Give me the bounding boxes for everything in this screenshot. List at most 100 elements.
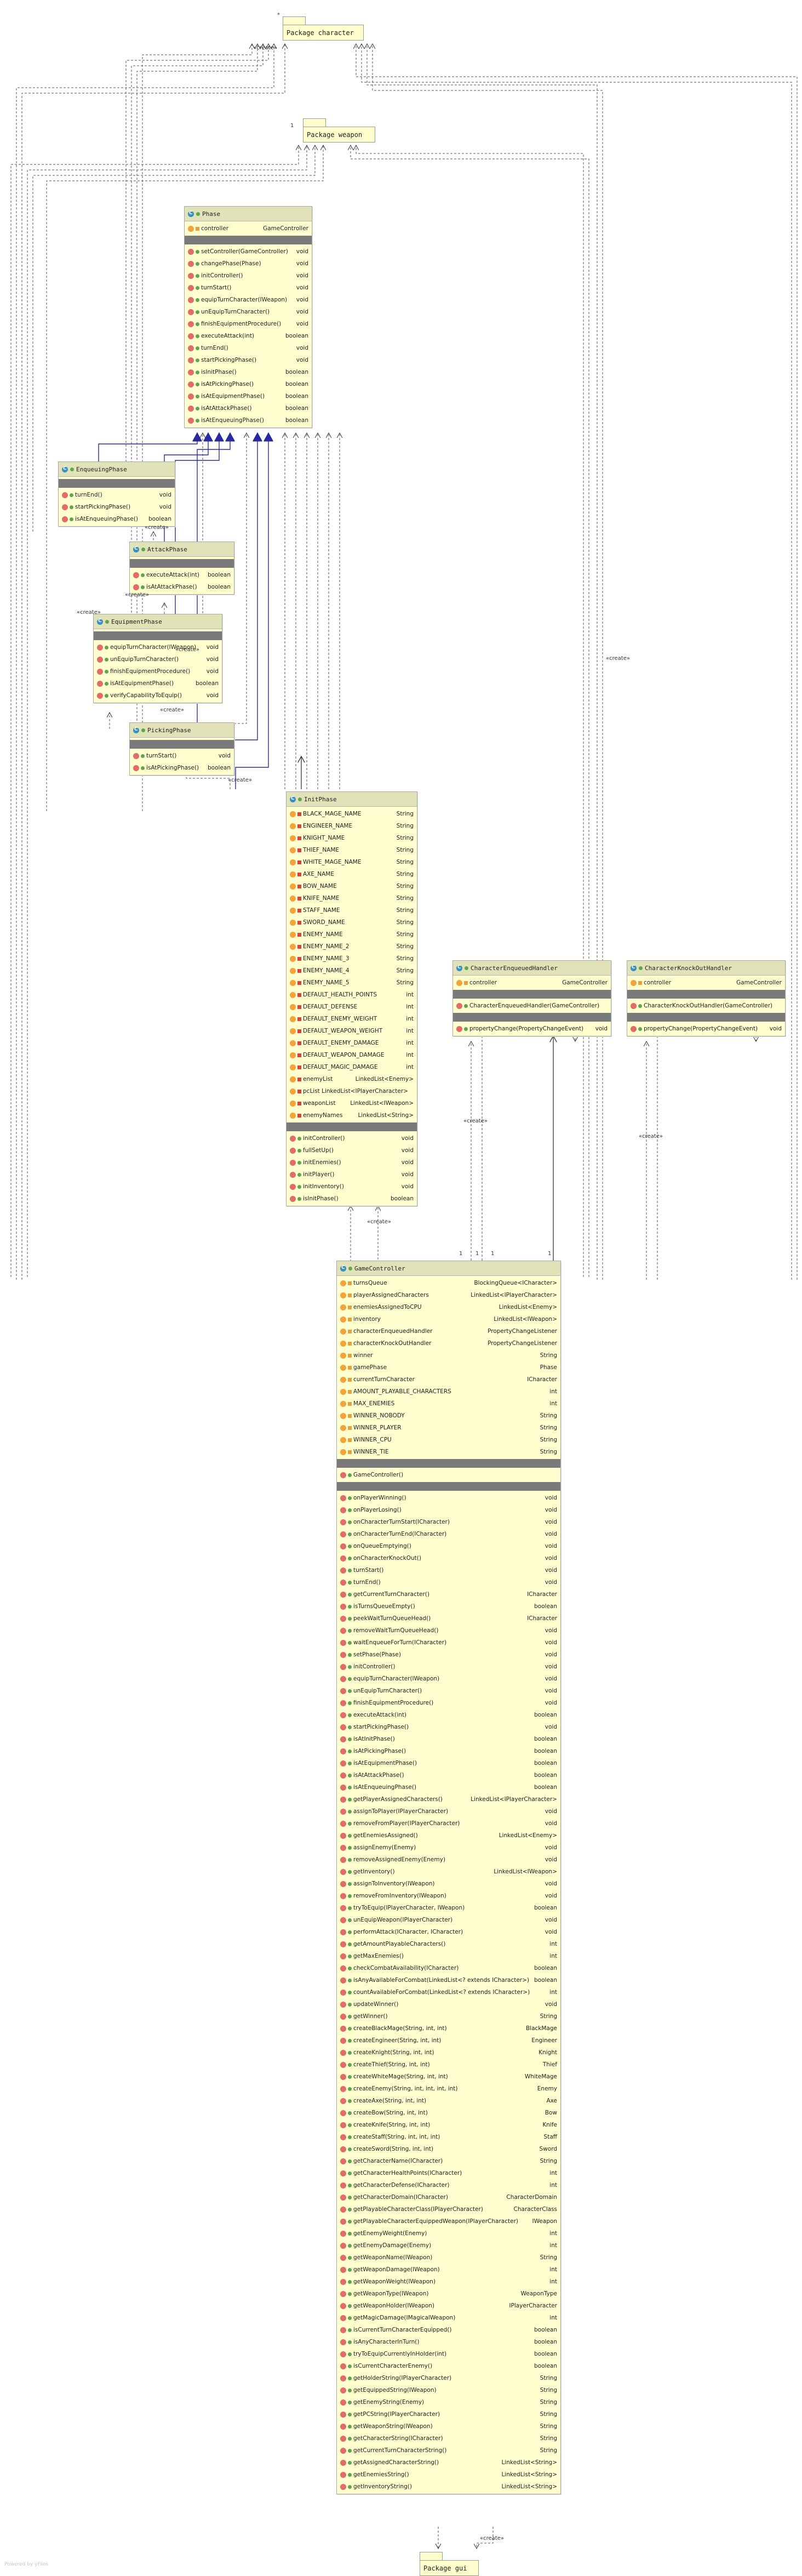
method-row[interactable]: removeWaitTurnQueueHead()void	[337, 1625, 560, 1637]
constructor-row[interactable]: GameController()	[337, 1469, 560, 1481]
method-row[interactable]: initController()void	[337, 1661, 560, 1673]
method-row[interactable]: assignToInventory(IWeapon)void	[337, 1878, 560, 1890]
method-row[interactable]: getAssignedCharacterString()LinkedList<S…	[337, 2457, 560, 2469]
method-row[interactable]: unEquipTurnCharacter()void	[185, 306, 312, 318]
method-row[interactable]: isAtEnqueuingPhase()boolean	[59, 513, 175, 525]
method-row[interactable]: countAvailableForCombat(LinkedList<? ext…	[337, 1986, 560, 1998]
method-row[interactable]: changePhase(Phase)void	[185, 258, 312, 270]
method-row[interactable]: removeFromInventory(IWeapon)void	[337, 1890, 560, 1902]
class-picking-phase[interactable]: PickingPhaseturnStart()voidisAtPickingPh…	[129, 722, 234, 776]
method-row[interactable]: getCharacterName(ICharacter)String	[337, 2155, 560, 2167]
method-row[interactable]: getCharacterDomain(ICharacter)CharacterD…	[337, 2191, 560, 2203]
method-row[interactable]: updateWinner()void	[337, 1998, 560, 2010]
method-row[interactable]: onPlayerWinning()void	[337, 1492, 560, 1504]
method-row[interactable]: isInitPhase()boolean	[287, 1193, 417, 1205]
method-row[interactable]: getCharacterDefense(ICharacter)int	[337, 2179, 560, 2191]
method-row[interactable]: getEnemyWeight(Enemy)int	[337, 2227, 560, 2239]
method-row[interactable]: getInventory()LinkedList<IWeapon>	[337, 1866, 560, 1878]
class-header[interactable]: CharacterEnqueuedHandler	[453, 961, 611, 976]
method-row[interactable]: onQueueEmptying()void	[337, 1540, 560, 1552]
method-row[interactable]: onCharacterTurnStart(ICharacter)void	[337, 1516, 560, 1528]
method-row[interactable]: initController()void	[185, 270, 312, 282]
method-row[interactable]: initPlayer()void	[287, 1169, 417, 1181]
method-row[interactable]: onCharacterKnockOut()void	[337, 1552, 560, 1564]
method-row[interactable]: createBlackMage(String, int, int)BlackMa…	[337, 2022, 560, 2034]
method-row[interactable]: checkCombatAvailability(ICharacter)boole…	[337, 1962, 560, 1974]
method-row[interactable]: finishEquipmentProcedure()void	[337, 1697, 560, 1709]
method-row[interactable]: createEnemy(String, int, int, int, int)E…	[337, 2083, 560, 2095]
method-row[interactable]: getPlayableCharacterClass(IPlayerCharact…	[337, 2203, 560, 2215]
method-row[interactable]: isCurrentTurnCharacterEquipped()boolean	[337, 2324, 560, 2336]
method-row[interactable]: turnEnd()void	[337, 1576, 560, 1588]
method-row[interactable]: createKnight(String, int, int)Knight	[337, 2047, 560, 2059]
method-row[interactable]: isCurrentCharacterEnemy()boolean	[337, 2360, 560, 2372]
method-row[interactable]: isAtAttackPhase()boolean	[337, 1769, 560, 1781]
method-row[interactable]: getWeaponName(IWeapon)String	[337, 2252, 560, 2264]
method-row[interactable]: initInventory()void	[287, 1181, 417, 1193]
method-row[interactable]: assignEnemy(Enemy)void	[337, 1842, 560, 1854]
class-init-phase[interactable]: InitPhaseBLACK_MAGE_NAMEStringENGINEER_N…	[286, 791, 417, 1206]
method-row[interactable]: getWeaponDamage(IWeapon)int	[337, 2264, 560, 2276]
method-row[interactable]: propertyChange(PropertyChangeEvent)void	[627, 1023, 785, 1035]
method-row[interactable]: unEquipTurnCharacter()void	[337, 1685, 560, 1697]
method-row[interactable]: getWeaponString(IWeapon)String	[337, 2420, 560, 2432]
method-row[interactable]: initController()void	[287, 1132, 417, 1144]
method-row[interactable]: turnStart()void	[337, 1564, 560, 1576]
method-row[interactable]: onCharacterTurnEnd(ICharacter)void	[337, 1528, 560, 1540]
package-weapon[interactable]: Package weapon	[303, 118, 375, 143]
method-row[interactable]: startPickingPhase()void	[185, 354, 312, 366]
method-row[interactable]: propertyChange(PropertyChangeEvent)void	[453, 1023, 611, 1035]
class-header[interactable]: EnqueuingPhase	[59, 462, 175, 477]
method-row[interactable]: getPlayableCharacterEquippedWeapon(IPlay…	[337, 2215, 560, 2227]
class-character-knockout-handler[interactable]: CharacterKnockOutHandlercontrollerGameCo…	[627, 960, 786, 1036]
method-row[interactable]: turnStart()void	[185, 282, 312, 294]
method-row[interactable]: getEnemyString(Enemy)String	[337, 2396, 560, 2408]
method-row[interactable]: isAnyAvailableForCombat(LinkedList<? ext…	[337, 1974, 560, 1986]
method-row[interactable]: getCurrentTurnCharacter()ICharacter	[337, 1588, 560, 1600]
method-row[interactable]: getPCString(IPlayerCharacter)String	[337, 2408, 560, 2420]
method-row[interactable]: verifyCapabilityToEquip()void	[94, 689, 222, 702]
method-row[interactable]: getEnemiesString()LinkedList<String>	[337, 2469, 560, 2481]
class-header[interactable]: InitPhase	[287, 792, 417, 807]
method-row[interactable]: isAtEquipmentPhase()boolean	[94, 677, 222, 689]
method-row[interactable]: isAtEnqueuingPhase()boolean	[337, 1781, 560, 1793]
method-row[interactable]: executeAttack(int)boolean	[185, 330, 312, 342]
package-gui[interactable]: Package gui	[420, 2552, 479, 2576]
method-row[interactable]: removeFromPlayer(IPlayerCharacter)void	[337, 1817, 560, 1830]
method-row[interactable]: getMaxEnemies()int	[337, 1950, 560, 1962]
method-row[interactable]: createSword(String, int, int)Sword	[337, 2143, 560, 2155]
method-row[interactable]: onPlayerLosing()void	[337, 1504, 560, 1516]
class-header[interactable]: CharacterKnockOutHandler	[627, 961, 785, 976]
method-row[interactable]: getPlayerAssignedCharacters()LinkedList<…	[337, 1793, 560, 1805]
method-row[interactable]: getHolderString(IPlayerCharacter)String	[337, 2372, 560, 2384]
method-row[interactable]: equipTurnCharacter(IWeapon)void	[185, 294, 312, 306]
method-row[interactable]: equipTurnCharacter(IWeapon)void	[94, 641, 222, 653]
method-row[interactable]: startPickingPhase()void	[337, 1721, 560, 1733]
class-enqueuing-phase[interactable]: EnqueuingPhaseturnEnd()voidstartPickingP…	[58, 461, 175, 527]
class-attack-phase[interactable]: AttackPhaseexecuteAttack(int)booleanisAt…	[129, 542, 234, 595]
